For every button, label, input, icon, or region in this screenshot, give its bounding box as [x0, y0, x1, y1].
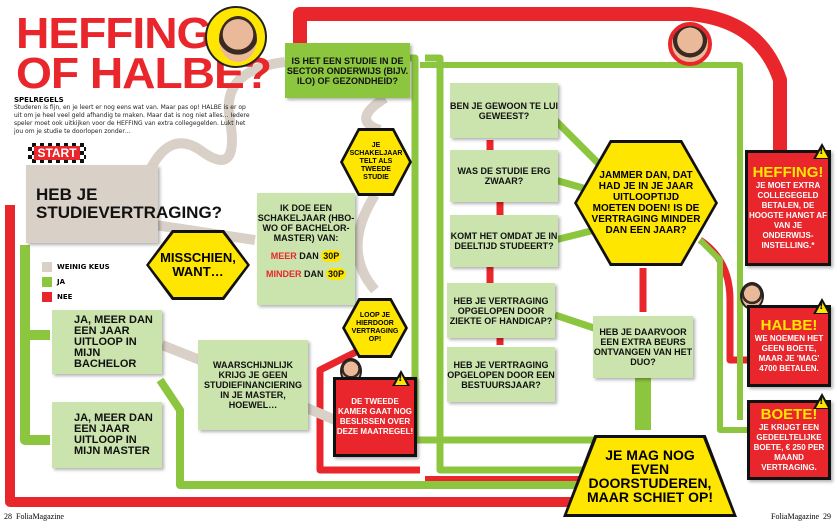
node-sector[interactable]: IS HET EEN STUDIE IN DE SECTOR ONDERWIJS…: [285, 43, 410, 98]
red-connector-top: [293, 7, 787, 150]
outcome-heffing[interactable]: HEFFING!JE MOET EXTRA COLLEGEGELD BETALE…: [745, 150, 831, 266]
footer-right: FoliaMagazine 29: [771, 512, 831, 521]
rules-heading: SPELREGELS: [14, 96, 64, 104]
outcome-halbe[interactable]: HALBE!WE NOEMEN HET GEEN BOETE, MAAR JE …: [747, 305, 831, 387]
green-connector-main: [156, 377, 585, 489]
start-flag: START: [28, 143, 86, 163]
node-waarschijnlijk[interactable]: WAARSCHIJNLIJK KRIJG JE GEEN STUDIEFINAN…: [198, 340, 308, 430]
start-question[interactable]: HEB JE STUDIEVERTRAGING?: [26, 165, 222, 243]
red-connector-bottom: [5, 205, 640, 507]
red-arrows-up: [486, 140, 647, 345]
node-bachelor[interactable]: JA, MEER DAN EEN JAAR UITLOOP IN MIJN BA…: [52, 310, 162, 374]
green-connector-left: [20, 245, 50, 445]
green-connector-boete: [697, 237, 748, 433]
warning-icon: [813, 298, 831, 314]
node-ziekte[interactable]: HEB JE VERTRAGING OPGELOPEN DOOR ZIEKTE …: [447, 283, 555, 338]
node-schakeljaar[interactable]: IK DOE EEN SCHAKELJAAR (HBO-WO OF BACHEL…: [257, 193, 355, 305]
node-kamer[interactable]: DE TWEEDE KAMER GAAT NOG BESLISSEN OVER …: [333, 377, 417, 457]
legend: WEINIG KEUS JA NEE: [42, 262, 110, 307]
green-connector-col: [425, 54, 600, 474]
legend-item: WEINIG KEUS: [42, 262, 110, 272]
warning-icon: [813, 393, 831, 409]
outcome-boete[interactable]: BOETE!JE KRIJGT EEN GEDEELTELIJKE BOETE,…: [747, 400, 831, 480]
green-connector-right: [420, 62, 743, 420]
node-lui[interactable]: BEN JE GEWOON TE LUI GEWEEST?: [450, 83, 558, 138]
node-bestuur[interactable]: HEB JE VERTRAGING OPGELOPEN DOOR EEN BES…: [447, 347, 555, 402]
footer-left: 28 FoliaMagazine: [4, 512, 64, 521]
node-deeltijd[interactable]: KOMT HET OMDAT JE IN DEELTIJD STUDEERT?: [450, 215, 558, 267]
node-loop[interactable]: LOOP JE HIERDOOR VERTRAGING OP!: [342, 298, 408, 358]
start-label: START: [34, 146, 80, 160]
node-jammer[interactable]: JAMMER DAN, DAT HAD JE IN JE JAAR UITLOO…: [574, 140, 718, 266]
node-beurs[interactable]: HEB JE DAARVOOR EEN EXTRA BEURS ONTVANGE…: [593, 316, 693, 378]
legend-item: NEE: [42, 292, 110, 302]
halbe-face-top: [668, 22, 712, 66]
node-master[interactable]: JA, MEER DAN EEN JAAR UITLOOP IN MIJN MA…: [52, 402, 162, 468]
halbe-face-circle: [205, 6, 267, 68]
node-doorstuderen[interactable]: JE MAG NOG EVEN DOORSTUDEREN, MAAR SCHIE…: [563, 435, 737, 517]
warning-icon: [392, 370, 410, 386]
warning-icon: [813, 143, 831, 159]
rules-text: Studeren is fijn, en je leert er nog een…: [14, 104, 250, 135]
node-zwaar[interactable]: WAS DE STUDIE ERG ZWAAR?: [450, 150, 558, 202]
red-connector-kamer: [316, 346, 420, 474]
green-arrows-jammer: [552, 117, 603, 334]
halbe-face: [219, 16, 257, 62]
legend-item: JA: [42, 277, 110, 287]
